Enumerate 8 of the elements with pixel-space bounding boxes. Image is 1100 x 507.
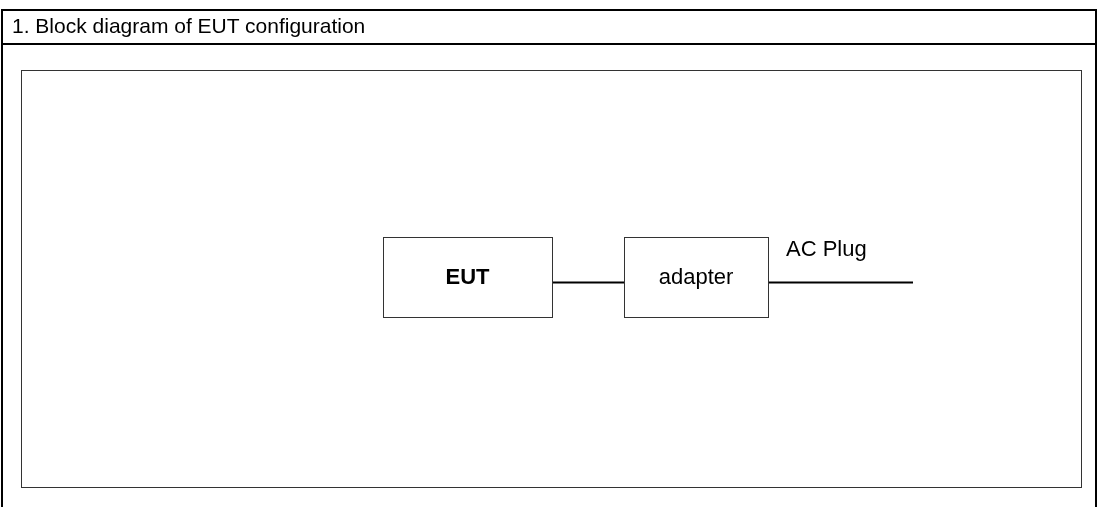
connector-line	[768, 281, 914, 284]
title: 1. Block diagram of EUT configuration	[12, 13, 366, 39]
block-label: EUT	[445, 264, 490, 290]
block-box	[623, 236, 769, 318]
block-label: adapter	[658, 264, 734, 290]
block-box	[382, 236, 553, 318]
diagram-frame	[21, 70, 1082, 488]
connector-line	[552, 281, 625, 284]
